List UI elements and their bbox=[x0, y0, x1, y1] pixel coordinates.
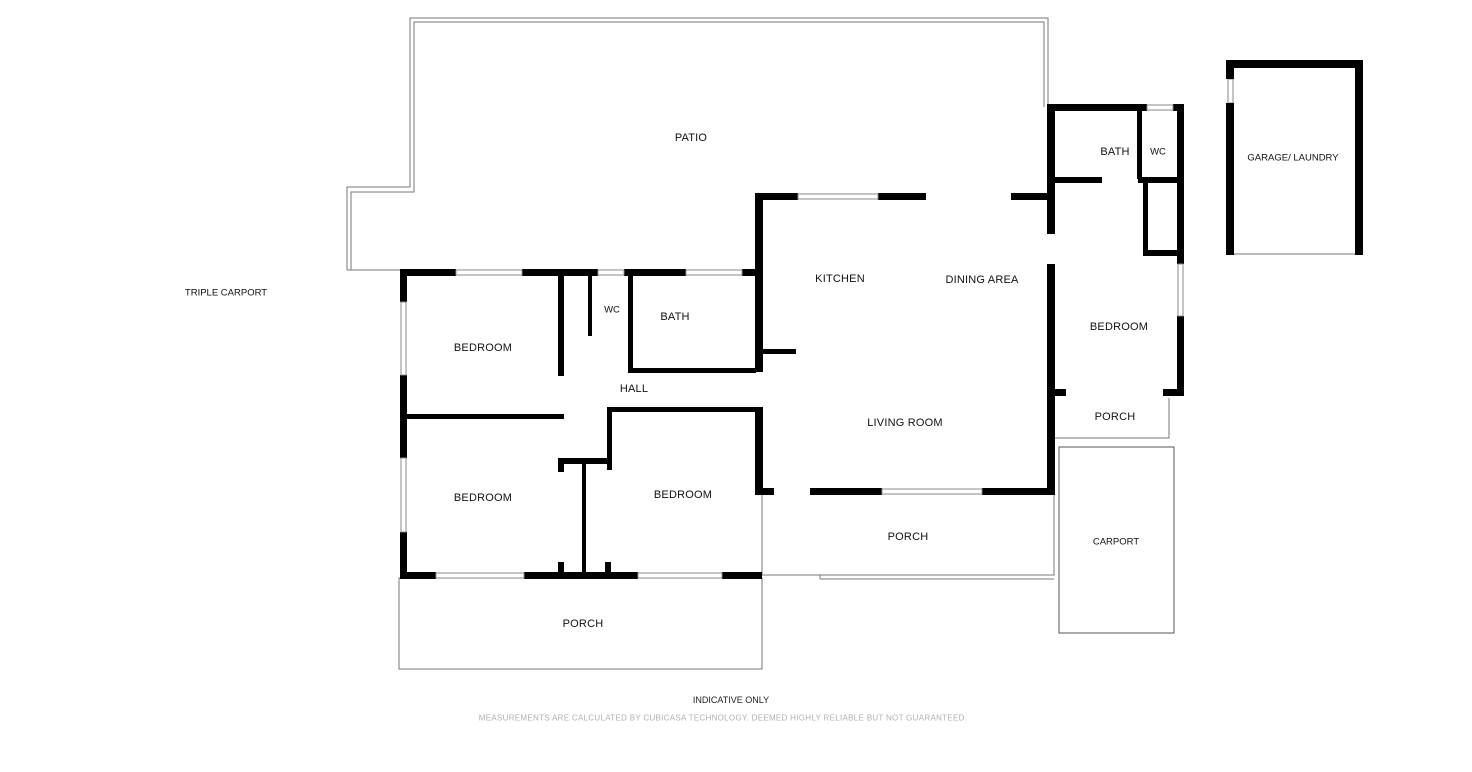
room-label-bath: BATH bbox=[660, 311, 690, 323]
room-label-bedroom-s: BEDROOM bbox=[653, 489, 713, 501]
garage-walls bbox=[1226, 60, 1363, 255]
room-label-porch-annex: PORCH bbox=[1094, 411, 1136, 423]
room-label-hall: HALL bbox=[619, 383, 649, 395]
room-label-bedroom-nw: BEDROOM bbox=[453, 342, 513, 354]
room-label-bedroom-annex: BEDROOM bbox=[1089, 321, 1149, 333]
disclaimer-note: MEASUREMENTS ARE CALCULATED BY CUBICASA … bbox=[478, 713, 968, 723]
porch-living-outline bbox=[761, 494, 1055, 580]
room-label-carport: CARPORT bbox=[1092, 536, 1140, 548]
carport-outline bbox=[1058, 446, 1175, 634]
room-label-garage-laundry: GARAGE/ LAUNDRY bbox=[1247, 152, 1339, 164]
room-label-dining-area: DINING AREA bbox=[945, 274, 1019, 286]
room-label-patio: PATIO bbox=[674, 132, 708, 144]
windows bbox=[400, 78, 1234, 579]
indicative-note: INDICATIVE ONLY bbox=[692, 695, 770, 705]
room-label-living-room: LIVING ROOM bbox=[867, 417, 943, 429]
room-label-wc: WC bbox=[604, 304, 620, 316]
room-label-wc-annex: WC bbox=[1150, 146, 1166, 158]
patio-outline bbox=[346, 17, 1049, 271]
room-label-porch-south: PORCH bbox=[562, 618, 604, 630]
room-label-triple-carport: TRIPLE CARPORT bbox=[184, 287, 268, 299]
room-label-bedroom-sw: BEDROOM bbox=[453, 492, 513, 504]
room-label-porch-living: PORCH bbox=[887, 531, 929, 543]
room-label-bath-annex: BATH bbox=[1100, 146, 1130, 158]
main-house-walls bbox=[400, 104, 1184, 579]
room-label-kitchen: KITCHEN bbox=[815, 273, 865, 285]
